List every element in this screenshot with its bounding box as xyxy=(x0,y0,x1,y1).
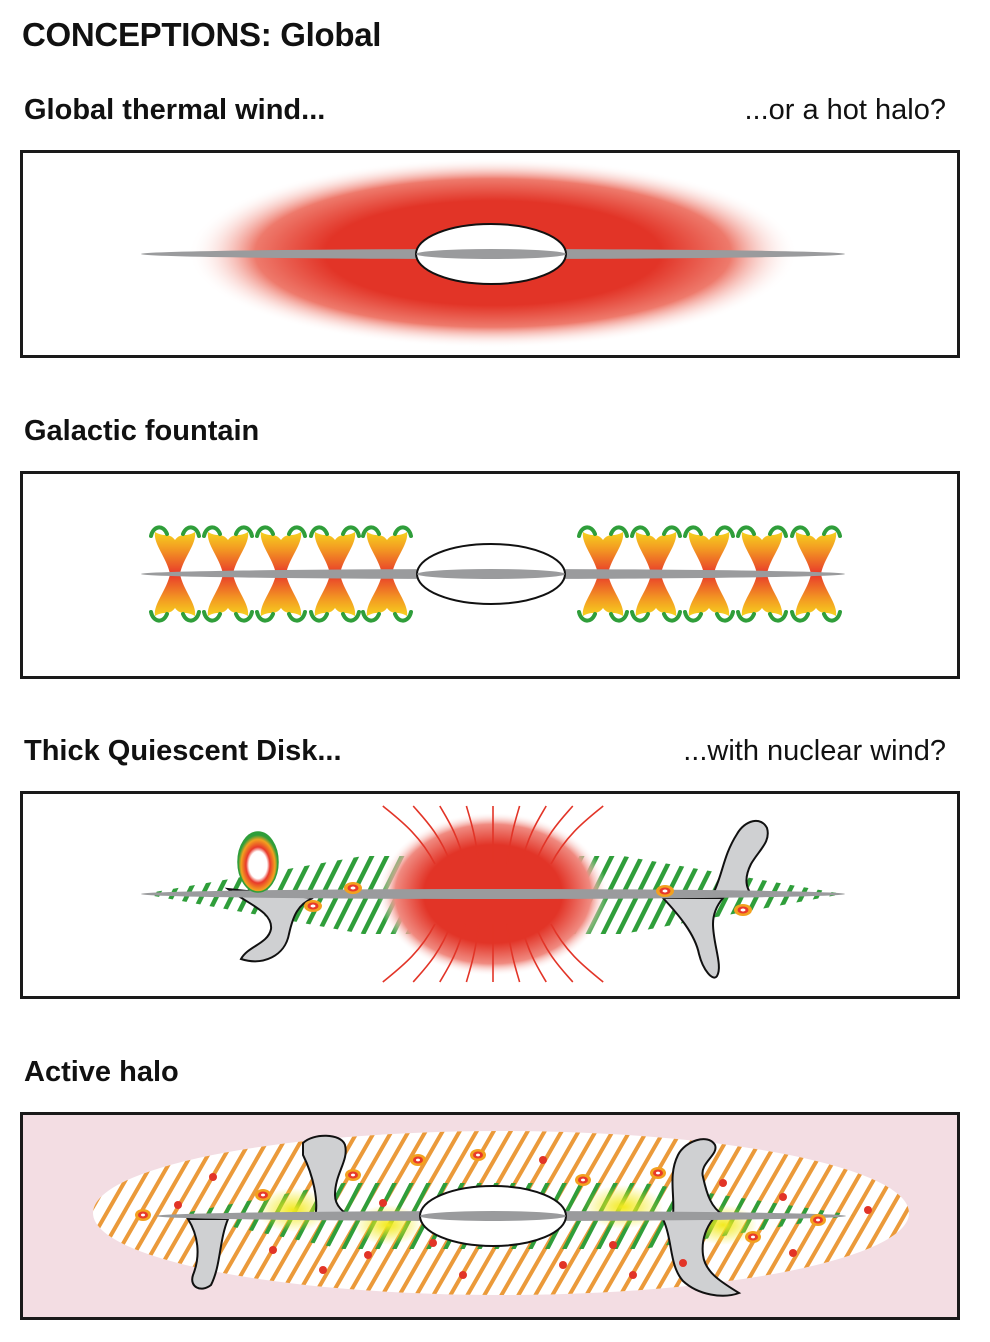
panel-thick-quiescent-disk xyxy=(20,791,960,999)
fountain xyxy=(790,525,842,623)
fountain xyxy=(202,525,254,623)
chimney-right-lower xyxy=(660,897,726,979)
figure-title: CONCEPTIONS: Global xyxy=(22,16,382,53)
panel-1-label: Global thermal wind... xyxy=(24,94,326,126)
fountain-plumes xyxy=(149,525,842,623)
superbubble xyxy=(237,831,279,893)
panel-galactic-fountain xyxy=(20,471,960,679)
active-halo-diagram xyxy=(93,1131,909,1297)
thermal-wind-diagram xyxy=(141,158,845,348)
chimney-upper-right xyxy=(671,1138,727,1216)
chimney-lower-right xyxy=(661,1218,742,1297)
fountain xyxy=(309,525,361,623)
chimney-right-upper xyxy=(711,819,769,898)
fountain xyxy=(255,525,307,623)
fountain xyxy=(736,525,788,623)
panel-2-label: Galactic fountain xyxy=(24,415,260,447)
chimney-upper-left xyxy=(302,1134,355,1218)
panel-active-halo xyxy=(20,1112,960,1320)
fountain xyxy=(149,525,201,623)
panel-3-label-right: ...with nuclear wind? xyxy=(683,735,946,767)
chimney-lower-left xyxy=(186,1218,230,1290)
panel-3-label: Thick Quiescent Disk... xyxy=(24,735,342,767)
fountain xyxy=(361,525,413,623)
panel-4-label: Active halo xyxy=(24,1056,179,1088)
panel-global-thermal-wind xyxy=(20,150,960,358)
fountain xyxy=(577,525,629,623)
fountain xyxy=(630,525,682,623)
fountain-diagram xyxy=(141,525,845,623)
nuclear-wind-streamlines xyxy=(382,805,604,983)
thick-disk-diagram xyxy=(141,805,845,983)
hot-clumps xyxy=(304,882,752,916)
hot-clouds xyxy=(135,1149,872,1279)
fountain xyxy=(683,525,735,623)
panel-1-label-right: ...or a hot halo? xyxy=(744,94,946,126)
chimney-left xyxy=(224,887,314,963)
galactic-disk xyxy=(141,889,845,899)
